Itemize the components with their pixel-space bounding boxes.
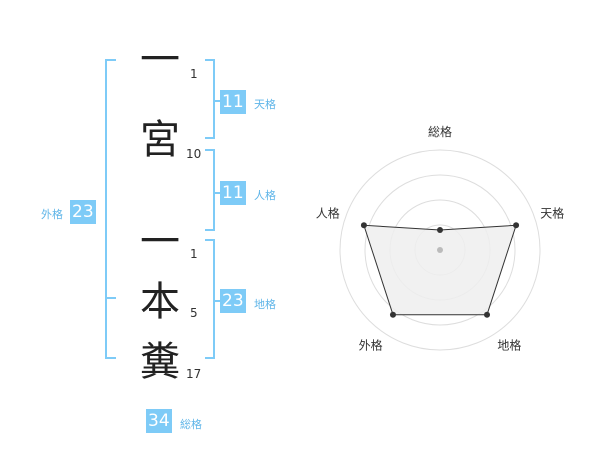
radar-point	[360, 222, 367, 229]
tenkaku-value: 11	[220, 90, 246, 114]
tenkaku-label: 天格	[254, 98, 276, 111]
name-char-2: 宮	[140, 117, 180, 163]
name-char-1: 一	[140, 37, 180, 83]
jinkaku-label: 人格	[254, 189, 276, 202]
radar-ring	[339, 149, 541, 351]
radar-axis-label: 総格	[428, 124, 452, 139]
radar-axis-label: 人格	[316, 206, 340, 221]
radar-axis-label: 地格	[497, 337, 521, 352]
radar-polygon	[363, 224, 517, 316]
radar-axis-label: 天格	[540, 206, 564, 221]
name-char-3: 一	[140, 219, 180, 265]
chikaku-value: 23	[220, 289, 246, 313]
stroke-count-5: 17	[186, 367, 202, 381]
radar-point	[389, 311, 396, 318]
jinkaku-value: 11	[220, 181, 246, 205]
chikaku-label: 地格	[254, 298, 276, 311]
radar-center	[437, 247, 443, 253]
name-char-4: 本	[140, 279, 180, 325]
radar-axis-label: 外格	[359, 337, 383, 352]
soukaku-label: 総格	[180, 418, 202, 431]
stroke-count-3: 1	[190, 247, 198, 261]
soukaku-value: 34	[146, 409, 172, 433]
radar-point	[484, 311, 491, 318]
radar-point	[437, 227, 443, 233]
gaikaku-value: 23	[70, 200, 96, 224]
name-char-5: 糞	[140, 339, 180, 385]
stroke-count-1: 1	[190, 67, 198, 81]
stroke-count-2: 10	[186, 147, 202, 161]
radar-point	[513, 222, 520, 229]
stroke-count-4: 5	[190, 306, 198, 320]
radar-ring	[364, 174, 516, 326]
gaikaku-label: 外格	[41, 208, 63, 221]
